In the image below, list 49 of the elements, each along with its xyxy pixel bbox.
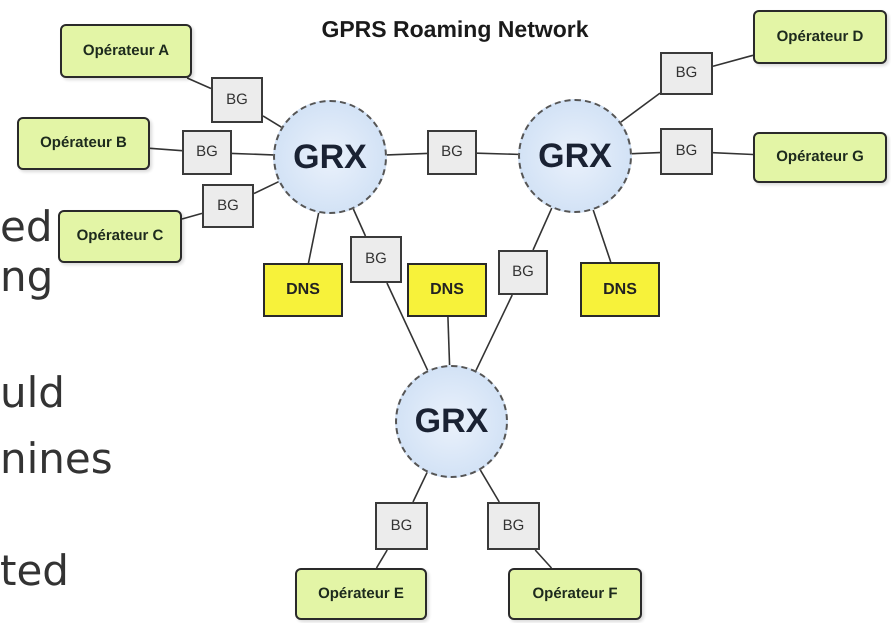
slide-text-fragment: ted — [0, 550, 69, 592]
gateway-box: BG — [182, 130, 232, 175]
slide-text-fragment: uld — [0, 372, 65, 414]
operator-box: Opérateur C — [58, 210, 182, 263]
connector-line — [232, 152, 274, 156]
connector-line — [352, 208, 366, 236]
connector-line — [186, 77, 212, 90]
operator-box: Opérateur F — [508, 568, 642, 620]
gateway-box: BG — [375, 502, 428, 550]
gateway-box: BG — [498, 250, 548, 295]
connector-line — [534, 549, 552, 569]
slide-text-fragment: nines — [0, 438, 113, 480]
connector-line — [475, 294, 513, 371]
slide-text-fragment: ng — [0, 256, 54, 298]
connector-line — [412, 472, 428, 502]
operator-box: Opérateur A — [60, 24, 192, 78]
gateway-box: BG — [487, 502, 540, 550]
connector-line — [476, 152, 518, 156]
connector-line — [308, 212, 320, 264]
dns-box: DNS — [407, 263, 487, 317]
diagram-title: GPRS Roaming Network — [321, 15, 589, 44]
connector-line — [376, 550, 388, 568]
connector-line — [532, 208, 552, 250]
connector-line — [386, 152, 428, 156]
gateway-box: BG — [350, 236, 402, 283]
operator-box: Opérateur B — [17, 117, 150, 170]
gateway-box: BG — [211, 77, 263, 123]
dns-box: DNS — [580, 262, 660, 317]
connector-line — [712, 152, 754, 156]
connector-line — [262, 115, 282, 128]
connector-line — [182, 212, 202, 220]
operator-box: Opérateur E — [295, 568, 427, 620]
connector-line — [447, 316, 450, 366]
gateway-box: BG — [660, 128, 713, 175]
gateway-box: BG — [427, 130, 477, 175]
connector-line — [150, 148, 182, 152]
operator-box: Opérateur D — [753, 10, 887, 64]
connector-line — [254, 180, 279, 194]
slide-text-fragment: ed — [0, 206, 52, 248]
gateway-box: BG — [202, 184, 254, 228]
connector-line — [480, 470, 500, 502]
connector-line — [592, 210, 612, 262]
gateway-box: BG — [660, 52, 713, 95]
operator-box: Opérateur G — [753, 132, 887, 183]
dns-box: DNS — [263, 263, 343, 317]
connector-line — [712, 54, 754, 68]
connector-line — [386, 282, 428, 371]
connector-line — [620, 92, 660, 123]
connector-line — [632, 152, 660, 154]
